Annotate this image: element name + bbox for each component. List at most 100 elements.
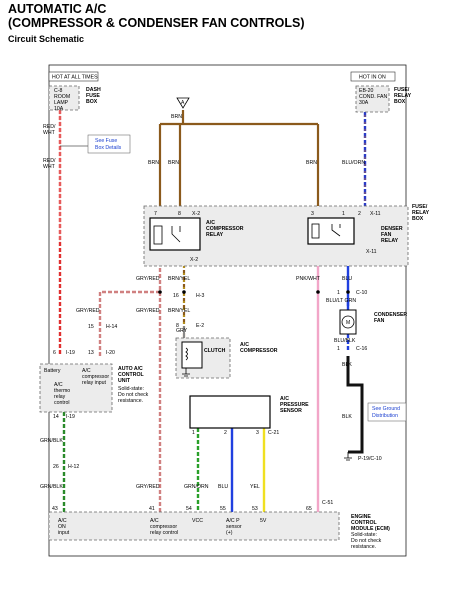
conn-x11-bottom: X-11 (366, 249, 377, 255)
wire-label-brn-3: BRN (306, 160, 317, 166)
pressure-sensor-line-2: PRESSURE (280, 402, 309, 408)
title-line-1: AUTOMATIC A/C (8, 2, 107, 16)
pin-55: 55 (220, 506, 226, 512)
wire-label-brn-2: BRN (168, 160, 179, 166)
ground-triangle-letter: A (181, 100, 185, 106)
dash-fuse-box-line-3: BOX (86, 99, 98, 105)
ecm-title-2: CONTROL (351, 520, 377, 526)
wire-label-gry-red-2: GRY/RED (76, 308, 100, 314)
wire-label-brn-1: BRN (148, 160, 159, 166)
auto-ac-battery: Battery (44, 368, 61, 374)
conn-c21: C-21 (268, 430, 279, 436)
conn-i19: I-19 (66, 350, 75, 356)
fuse-relay-box-top (355, 85, 390, 113)
auto-ac-title-1: AUTO A/C (118, 366, 143, 372)
pin-2b: 2 (224, 430, 227, 436)
ecm-input-9: sensor (226, 524, 242, 530)
fuse-c8-line-2: ROOM (54, 94, 70, 100)
wire-label-pnk-wht: PNK/WHT (296, 276, 321, 282)
clutch-ground-icon (182, 368, 190, 377)
ecm-input-6: relay control (150, 530, 178, 536)
pin-7: 7 (154, 211, 157, 217)
pin-14: 14 (53, 414, 59, 420)
condenser-fan-relay (307, 217, 355, 245)
fuse-c8-line-1: C-8 (54, 88, 62, 94)
ecm-note-1: Solid-state: (351, 532, 377, 538)
fuse-relay-box-mid (143, 205, 409, 267)
see-fuse-box-line-1[interactable]: See Fuse (95, 138, 117, 144)
auto-ac-thermo-1: A/C (54, 382, 63, 388)
auto-ac-solid-3: resistance. (118, 398, 143, 404)
ac-comp-relay-coil-icon (153, 225, 163, 245)
wire-label-red-wht-1: RED/ (43, 124, 56, 130)
pin-41: 41 (149, 506, 155, 512)
wire-brn (158, 110, 320, 214)
wire-label-red-wht-2: WHT (43, 130, 56, 136)
title-line-2: (COMPRESSOR & CONDENSER FAN CONTROLS) (8, 16, 305, 30)
pin-54: 54 (186, 506, 192, 512)
ecm-input-2: ON (58, 524, 66, 530)
ecm-input-7: VCC (192, 518, 203, 524)
auto-ac-thermo-2: thermo (54, 388, 70, 394)
see-fuse-box-details[interactable] (87, 134, 131, 154)
auto-ac-thermo-3: relay (54, 394, 66, 400)
condenser-fan-motor-icon (341, 315, 355, 329)
pin-16: 16 (173, 293, 179, 299)
ground-symbol-icon (344, 452, 352, 461)
conn-h12: H-12 (68, 464, 79, 470)
auto-ac-title-2: CONTROL (118, 372, 144, 378)
fuse-c8-line-4: 10A (54, 106, 64, 112)
ecm-input-10: (+) (226, 530, 233, 536)
see-ground-line-2[interactable]: Distribution (372, 413, 398, 419)
pin-13: 13 (88, 350, 94, 356)
ac-comp-relay-line-2: COMPRESSOR (206, 226, 244, 232)
diagram-frame (48, 64, 407, 557)
fuse-relay-mid-line-3: BOX (412, 216, 424, 222)
ecm-input-3: input (58, 530, 70, 536)
ground-triangle-icon (176, 97, 190, 109)
ac-compressor-line-1: A/C (240, 342, 249, 348)
clutch-label: CLUTCH (204, 348, 226, 354)
auto-ac-solid-1: Solid-state: (118, 386, 144, 392)
ac-pressure-sensor (189, 395, 271, 429)
see-ground-distribution[interactable] (367, 402, 407, 422)
pin-2: 2 (358, 211, 361, 217)
pin-1d: 1 (192, 430, 195, 436)
conn-c51: C-51 (322, 500, 333, 506)
wire-label-blu-orn: BLU/ORN (342, 160, 365, 166)
fuse-relay-top-line-1: FUSE/ (394, 87, 410, 93)
auto-ac-comp-2: compressor (82, 374, 109, 380)
see-ground-line-1[interactable]: See Ground (372, 406, 400, 412)
conn-h14: H-14 (106, 324, 117, 330)
auto-ac-comp-3: relay input (82, 380, 106, 386)
wire-label-blk-2: BLK (342, 414, 352, 420)
conn-x2-bottom: X-2 (190, 257, 198, 263)
ecm-input-8: A/C P (226, 518, 240, 524)
ecm-title-1: ENGINE (351, 514, 371, 520)
motor-m-label: M (346, 320, 350, 326)
wire-label-brn-top: BRN (171, 114, 182, 120)
engine-control-module (48, 511, 340, 541)
wire-label-blu-2: BLU (218, 484, 228, 490)
auto-ac-thermo-4: control (54, 400, 70, 406)
ecm-input-4: A/C (150, 518, 159, 524)
wire-label-gry-red-3: GRY/RED (136, 308, 160, 314)
condenser-fan-line-1: CONDENSER (374, 312, 407, 318)
auto-ac-solid-2: Do not check (118, 392, 149, 398)
fuse-relay-top-line-3: BOX (394, 99, 406, 105)
ac-compressor-line-2: COMPRESSOR (240, 348, 278, 354)
conn-h3: H-3 (196, 293, 204, 299)
wire-label-gry: GRY (176, 328, 188, 334)
dash-fuse-box-line-1: DASH (86, 87, 101, 93)
see-fuse-box-line-2[interactable]: Box Details (95, 145, 122, 151)
page-subtitle: Circuit Schematic (8, 34, 85, 44)
dash-fuse-box-line-2: FUSE (86, 93, 100, 99)
pin-1b: 1 (337, 290, 340, 296)
wire-label-red-wht-3: RED/ (43, 158, 56, 164)
fan-relay-line-3: RELAY (381, 238, 399, 244)
wire-label-grn-blk-1: GRN/BLK (40, 438, 63, 444)
pin-15: 15 (88, 324, 94, 330)
fan-relay-line-1: DENSER (381, 226, 403, 232)
conn-p19: P-19/C-10 (358, 456, 382, 462)
